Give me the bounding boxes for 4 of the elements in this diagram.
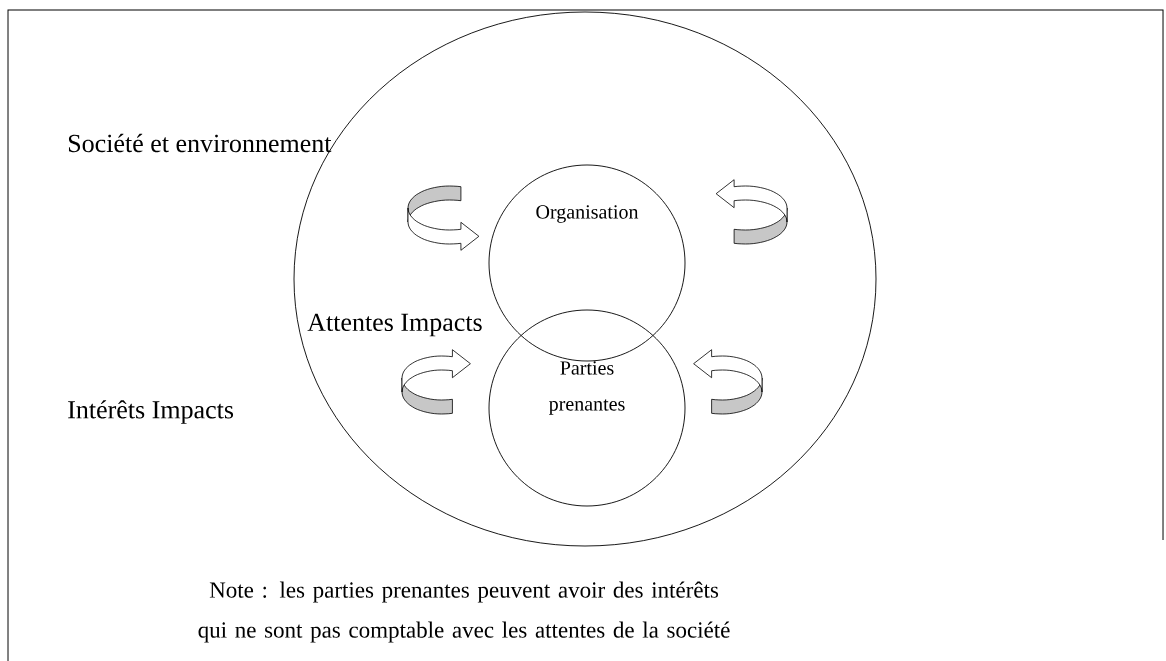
label: Intérêts Impacts [68, 400, 234, 424]
label: Attentes Impacts [307, 313, 482, 337]
label: Société et environnement [68, 133, 332, 153]
note-text: Note : les parties prenantes peuvent avoir des intérêts qui ne sont pas comptable avec les attentes de la société [198, 581, 730, 643]
